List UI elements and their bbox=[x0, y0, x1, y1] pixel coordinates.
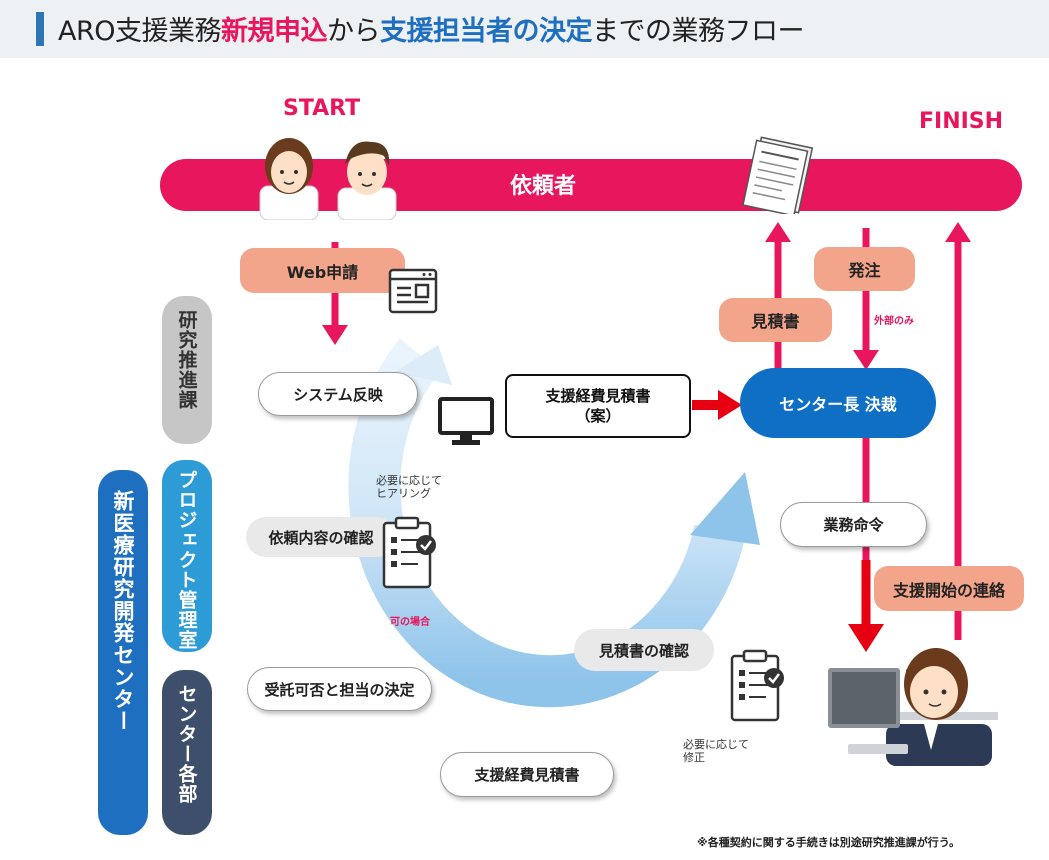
footnote: ※各種契約に関する手続きは別途研究推進課が行う。 bbox=[697, 836, 961, 849]
researchers-icon bbox=[259, 138, 397, 220]
cycle-arrow bbox=[348, 338, 746, 708]
operator-icon bbox=[828, 648, 998, 766]
title-part3: から bbox=[326, 16, 381, 47]
order-label: 発注 bbox=[814, 247, 915, 291]
title-part5: までの業務フロー bbox=[591, 16, 805, 47]
web-form-icon bbox=[388, 268, 438, 314]
documents-icon bbox=[742, 136, 814, 214]
dept-project-label: プロジェクト管理室 bbox=[162, 460, 212, 652]
hearing-note: 必要に応じてヒアリング bbox=[376, 474, 442, 500]
checklist-icon bbox=[382, 516, 436, 589]
dept-each-label: センター各部 bbox=[162, 670, 212, 835]
requester-label: 依頼者 bbox=[510, 174, 577, 199]
ok-case-note: 可の場合 bbox=[390, 617, 430, 628]
web-apply-label: Web申請 bbox=[240, 248, 405, 293]
estimate-doc-label: 見積書 bbox=[719, 298, 832, 342]
title-bar bbox=[0, 0, 1049, 58]
dept-research-text: 研究推進課 bbox=[175, 310, 198, 410]
hearing-note-line1: 必要に応じて bbox=[376, 474, 442, 487]
external-only-note: 外部のみ bbox=[874, 316, 914, 327]
hearing-note-line2: ヒアリング bbox=[376, 487, 431, 500]
acceptance-decision-step: 受託可否と担当の決定 bbox=[247, 667, 432, 711]
center-head-decision: センター長 決裁 bbox=[740, 368, 936, 438]
title-part4: 支援担当者の決定 bbox=[379, 16, 593, 47]
request-confirm-step: 依頼内容の確認 bbox=[246, 517, 396, 557]
draft-estimate-line1: 支援経費見積書 bbox=[545, 387, 651, 405]
system-reflect-step: システム反映 bbox=[258, 372, 418, 416]
cycle-arrow-head bbox=[690, 472, 760, 545]
estimate-confirm-step: 見積書の確認 bbox=[574, 629, 714, 671]
monitor-icon bbox=[438, 397, 494, 445]
support-cost-estimate-step: 支援経費見積書 bbox=[440, 752, 614, 797]
dept-project-text: プロジェクト管理室 bbox=[175, 470, 198, 650]
dept-research-label: 研究推進課 bbox=[162, 296, 212, 444]
cycle-arrow-tail bbox=[395, 345, 452, 385]
revise-note: 必要に応じて修正 bbox=[683, 738, 749, 764]
checklist-icon bbox=[730, 649, 784, 722]
revise-note-line1: 必要に応じて bbox=[683, 738, 749, 751]
business-order-step: 業務命令 bbox=[780, 502, 927, 547]
title-part1: ARO支援業務 bbox=[58, 16, 221, 47]
dept-each-text: センター各部 bbox=[175, 684, 198, 804]
title-part2: 新規申込 bbox=[220, 16, 328, 47]
title-accent bbox=[36, 12, 44, 46]
start-label: START bbox=[283, 96, 361, 121]
dept-center-label: 新医療研究開発センター bbox=[98, 470, 148, 835]
revise-note-line2: 修正 bbox=[683, 751, 705, 764]
page-title: ARO支援業務新規申込から支援担当者の決定までの業務フロー bbox=[58, 9, 804, 48]
draft-estimate-box: 支援経費見積書 （案） bbox=[505, 374, 691, 438]
draft-estimate-line2: （案） bbox=[575, 407, 621, 425]
support-start-label: 支援開始の連絡 bbox=[874, 566, 1024, 611]
dept-center-text: 新医療研究開発センター bbox=[111, 490, 135, 732]
finish-label: FINISH bbox=[919, 109, 1004, 134]
